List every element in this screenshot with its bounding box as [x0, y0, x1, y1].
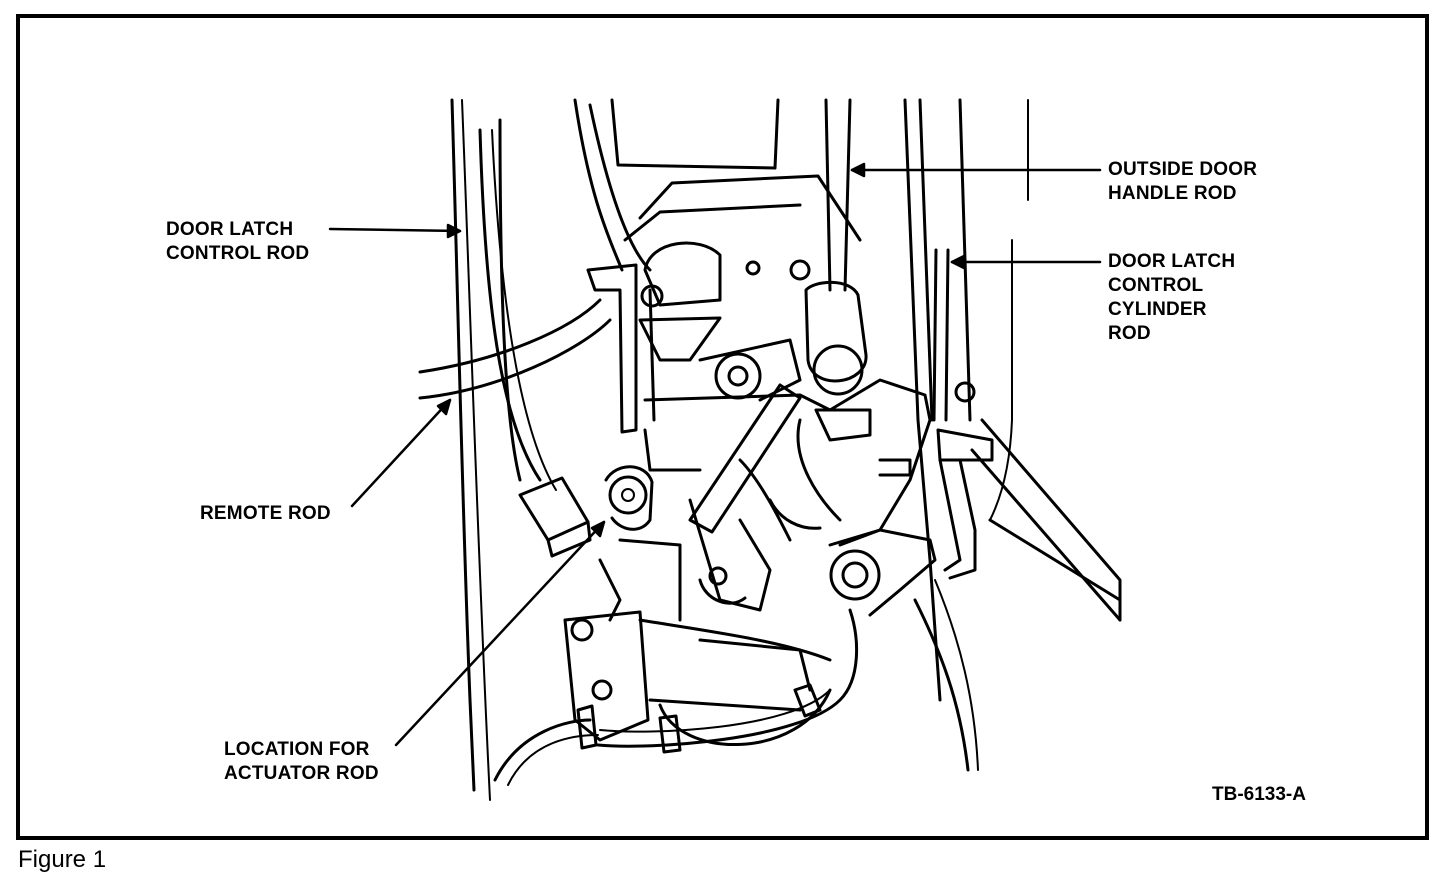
lower-arm [598, 528, 937, 622]
label-location-for-actuator-rod: LOCATION FOR ACTUATOR ROD [224, 739, 379, 784]
actuator-location-clip [604, 465, 654, 531]
label-door-latch-control-cylinder-rod: DOOR LATCH CONTROL CYLINDER ROD [1108, 251, 1236, 344]
door-panel-left-edges [450, 98, 652, 801]
upper-bracket [610, 98, 862, 242]
door-frame-right [903, 98, 1122, 772]
cylinder-rod [932, 248, 994, 580]
label-outside-door-handle-rod: OUTSIDE DOOR HANDLE ROD [1108, 159, 1258, 204]
door-latch-control-rod [418, 263, 656, 434]
figure-frame [16, 14, 1429, 840]
lower-cable [493, 608, 859, 786]
figure-caption: Figure 1 [18, 846, 107, 873]
drawing-code: TB-6133-A [1212, 784, 1306, 805]
outside-door-handle-rod [804, 98, 868, 396]
latch-main-body [618, 378, 932, 622]
lower-latch-plate [563, 610, 832, 746]
label-remote-rod: REMOTE ROD [200, 503, 331, 524]
label-door-latch-control-rod: DOOR LATCH CONTROL ROD [166, 219, 310, 264]
remote-rod [478, 128, 592, 558]
leader-lines [328, 162, 1102, 747]
latch-upper-mechanism [638, 241, 811, 402]
